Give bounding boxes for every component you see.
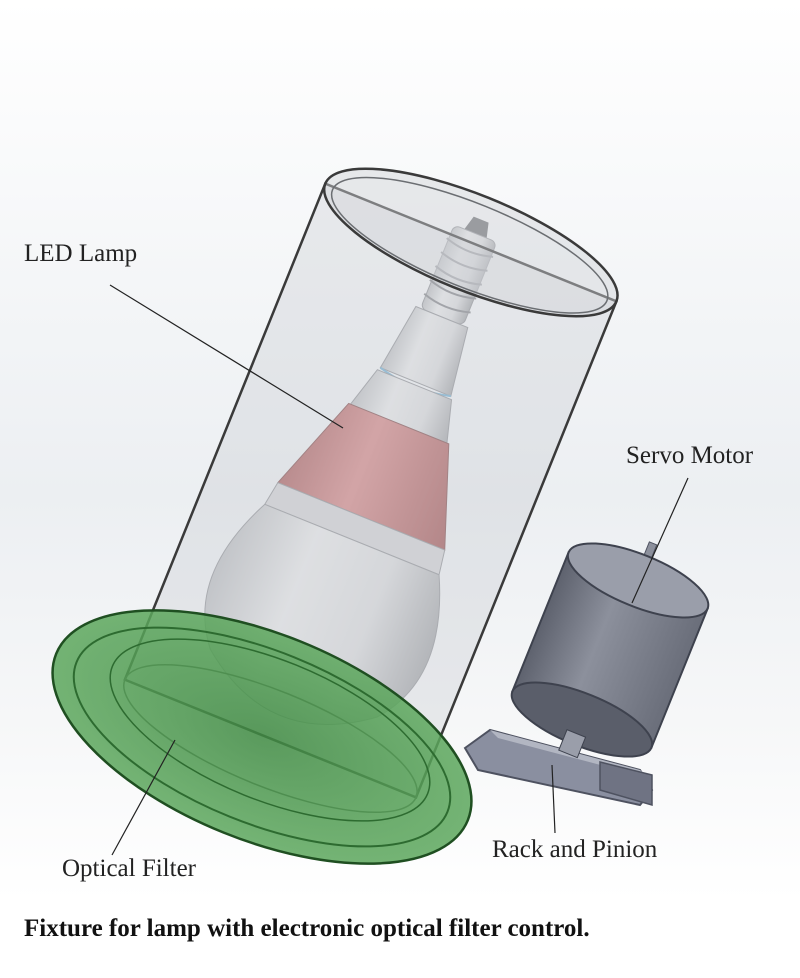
led-lamp	[204, 216, 496, 725]
label-led-lamp: LED Lamp	[24, 240, 138, 267]
label-servo-motor: Servo Motor	[626, 442, 754, 469]
label-rack-and-pinion: Rack and Pinion	[492, 836, 658, 863]
servo-motor	[510, 541, 710, 759]
leader-line-optical-filter	[111, 739, 176, 856]
lamp-tip	[464, 216, 489, 239]
optical-filter	[51, 609, 473, 865]
leader-line-servo-motor	[631, 477, 689, 604]
leader-line-rack-and-pinion	[551, 764, 556, 834]
pinion-gear	[558, 729, 587, 759]
leader-line-led-lamp	[109, 284, 344, 429]
leader-lines	[109, 284, 689, 856]
label-optical-filter: Optical Filter	[62, 855, 196, 882]
screw-threads	[423, 237, 494, 314]
figure-caption: Fixture for lamp with electronic optical…	[24, 915, 590, 942]
